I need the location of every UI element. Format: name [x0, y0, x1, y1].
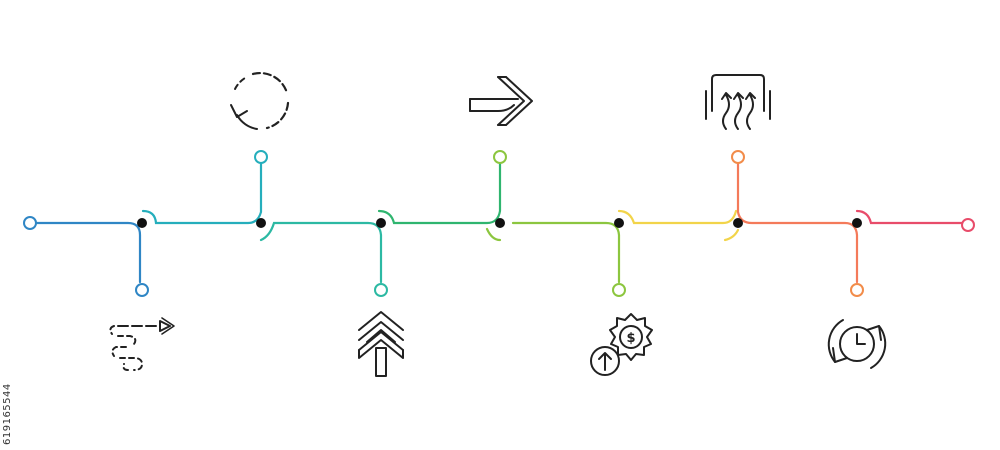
heat-rising-frame-icon — [705, 74, 771, 130]
node-3 — [376, 218, 386, 228]
segment-1 — [141, 162, 263, 225]
stock-image-id: 619165544 — [2, 383, 13, 445]
segment-5 — [617, 209, 738, 225]
start-endpoint — [23, 216, 37, 230]
clock-refresh-icon — [827, 319, 887, 369]
branch-end-7 — [850, 283, 864, 297]
arrow-right-icon — [469, 76, 533, 126]
branch-end-3 — [374, 283, 388, 297]
branch-end-4 — [493, 150, 507, 164]
end-endpoint — [961, 218, 975, 232]
segment-start — [33, 221, 142, 284]
node-4 — [495, 218, 505, 228]
dollar-badge-increase-icon: $ — [590, 313, 653, 376]
stacked-arrows-up-icon — [358, 311, 404, 377]
node-7 — [852, 218, 862, 228]
node-5 — [614, 218, 624, 228]
segment-2 — [259, 221, 383, 284]
branch-end-5 — [612, 283, 626, 297]
branch-end-6 — [731, 150, 745, 164]
branch-end-1 — [135, 283, 149, 297]
dashed-circular-arrow-icon — [230, 71, 290, 130]
segment-3 — [377, 162, 502, 225]
svg-text:$: $ — [626, 331, 635, 346]
dashed-path-arrow-icon — [109, 317, 175, 371]
node-6 — [733, 218, 743, 228]
branch-end-2 — [254, 150, 268, 164]
segment-4 — [485, 221, 621, 284]
junction-nodes — [137, 218, 862, 228]
segment-6 — [736, 162, 859, 284]
segment-5b — [723, 228, 740, 242]
node-1 — [137, 218, 147, 228]
node-2 — [256, 218, 266, 228]
endpoint-circles — [23, 150, 975, 297]
segment-end — [855, 209, 964, 225]
